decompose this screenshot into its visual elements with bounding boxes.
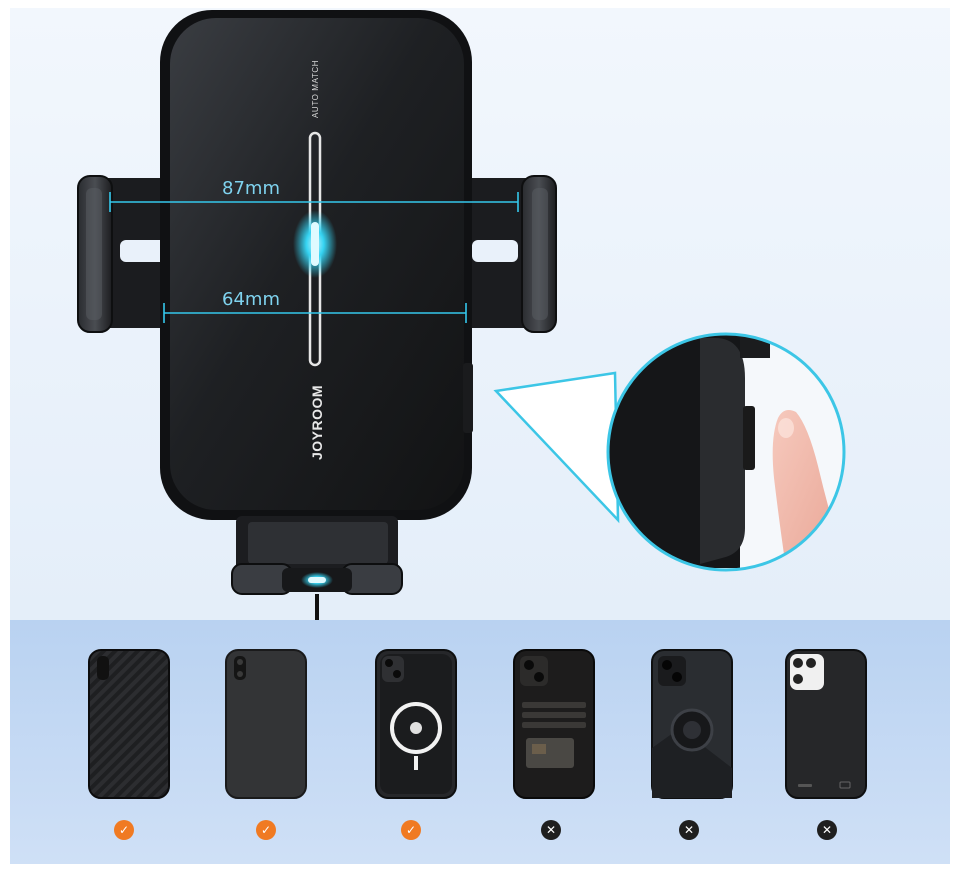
check-circle-icon: ✓ <box>256 820 276 840</box>
hero-panel: AUTO MATCH JOYROOM 87mm 64mm <box>10 8 950 620</box>
case-battery <box>785 649 867 799</box>
case-wallet-card <box>513 649 595 799</box>
max-width-label: 87mm <box>222 178 280 199</box>
case-6-mark-glyph: ✕ <box>821 823 833 837</box>
case-woven-leather <box>88 649 170 799</box>
check-circle-icon: ✓ <box>114 820 134 840</box>
min-width-label: 64mm <box>222 289 280 310</box>
check-circle-icon: ✓ <box>401 820 421 840</box>
case-4-mark-glyph: ✕ <box>545 823 557 837</box>
zoom-callout-pointer <box>493 371 620 524</box>
case-clear-magnetic <box>375 649 457 799</box>
case-1-mark-glyph: ✓ <box>118 823 130 837</box>
button-zoom-callout <box>606 332 846 572</box>
min-width-measure: 64mm <box>163 289 467 323</box>
side-release-button <box>463 363 473 433</box>
max-width-measure: 87mm <box>109 178 519 212</box>
car-mount-illustration: AUTO MATCH JOYROOM 87mm 64mm <box>77 10 846 620</box>
auto-match-label: AUTO MATCH <box>311 60 320 118</box>
charging-indicator-light <box>311 222 319 266</box>
cross-circle-icon: ✕ <box>817 820 837 840</box>
brand-label: JOYROOM <box>309 385 325 460</box>
product-image-frame: AUTO MATCH JOYROOM 87mm 64mm <box>10 8 950 864</box>
cross-circle-icon: ✕ <box>679 820 699 840</box>
bottom-bracket <box>231 516 403 620</box>
cross-circle-icon: ✕ <box>541 820 561 840</box>
case-2-mark-glyph: ✓ <box>260 823 272 837</box>
case-3-mark-glyph: ✓ <box>405 823 417 837</box>
case-5-mark-glyph: ✕ <box>683 823 695 837</box>
case-matte-silicone <box>225 649 307 799</box>
case-ring-holder <box>651 649 733 799</box>
